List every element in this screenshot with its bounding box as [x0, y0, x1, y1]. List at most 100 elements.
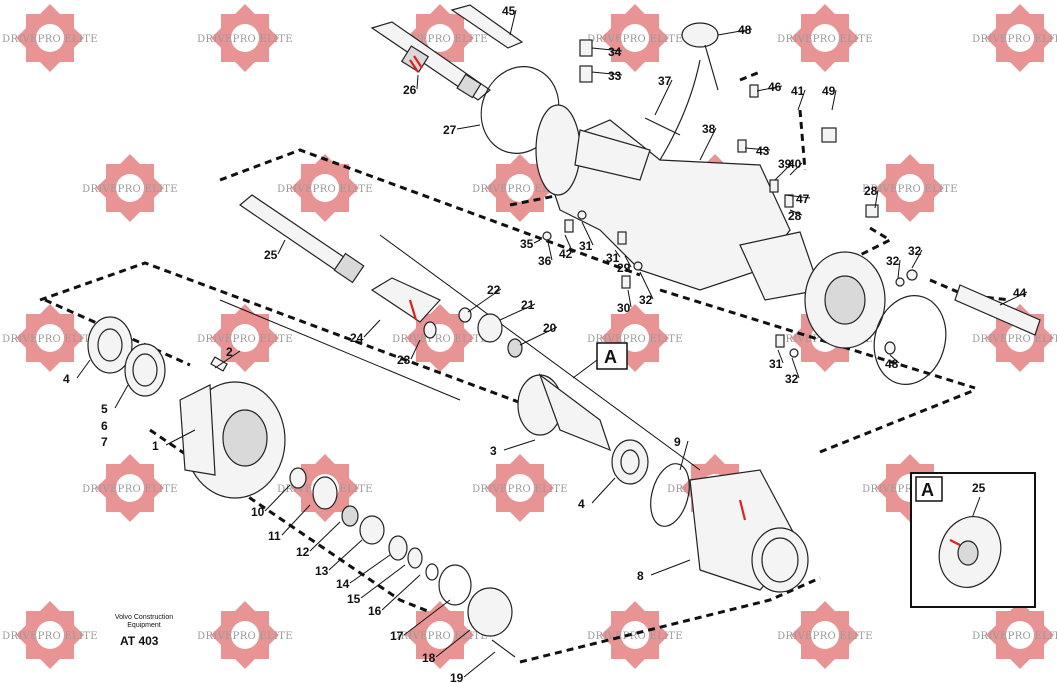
callout-leader-line: [416, 74, 419, 90]
part-hub-1: [179, 381, 286, 499]
callout-label-32: 32: [785, 372, 799, 386]
callout-label-28: 28: [788, 209, 802, 223]
watermark-gear-icon: DRIVEPRO ELITE: [777, 4, 873, 72]
watermark-text: DRIVEPRO ELITE: [972, 631, 1057, 642]
watermark-gear-icon: DRIVEPRO ELITE: [862, 154, 958, 222]
callout-label-32: 32: [886, 254, 900, 268]
detail-box-part: 25: [972, 481, 986, 495]
callout-label-44: 44: [1013, 286, 1027, 300]
callout-leader-line: [744, 147, 771, 151]
callout-a-label: A: [604, 347, 617, 367]
callout-label-40: 40: [788, 157, 802, 171]
callout-leader-line: [456, 124, 481, 130]
callout-label-42: 42: [559, 247, 573, 261]
watermark-text: DRIVEPRO ELITE: [82, 184, 178, 195]
callout-label-43: 43: [756, 144, 770, 158]
watermark-gear-icon: DRIVEPRO ELITE: [2, 4, 98, 72]
callout-label-19: 19: [450, 671, 464, 683]
part-planet-carrier-8: [689, 469, 809, 593]
part-axle-housing-40: [535, 104, 886, 349]
part-seal-5: [124, 343, 166, 397]
callout-leader-line: [679, 440, 689, 471]
part-small-items-10-19: [289, 467, 516, 658]
callout-label-33: 33: [608, 69, 622, 83]
watermark-gear-icon: DRIVEPRO ELITE: [2, 304, 98, 372]
callout-label-25: 25: [264, 248, 278, 262]
callout-label-49: 49: [822, 84, 836, 98]
callout-label-39: 39: [778, 157, 792, 171]
watermark-text: DRIVEPRO ELITE: [862, 484, 958, 495]
caption-brand-line2: Equipment: [127, 622, 161, 629]
watermark-text: DRIVEPRO ELITE: [862, 184, 958, 195]
callout-label-26: 26: [403, 83, 417, 97]
callout-label-30: 30: [617, 301, 631, 315]
watermark-text: DRIVEPRO ELITE: [197, 334, 293, 345]
callout-leader-line: [499, 303, 536, 321]
detail-box-label: A: [921, 480, 934, 500]
callout-leader-line: [831, 89, 837, 111]
callout-leader-line: [789, 209, 803, 216]
callout-a-marker: A: [572, 342, 628, 379]
callout-label-14: 14: [336, 577, 350, 591]
callout-label-13: 13: [315, 564, 329, 578]
part-bearing-4-right: [611, 439, 649, 485]
part-bolts-misc: [210, 84, 1041, 372]
watermark-gear-icon: DRIVEPRO ELITE: [472, 154, 568, 222]
callout-label-31: 31: [579, 239, 593, 253]
callout-leader-line: [650, 559, 691, 576]
part-ring-9: [650, 463, 690, 527]
callout-leader-line: [381, 574, 421, 611]
callout-leader-line: [791, 357, 800, 379]
watermark-gear-icon: DRIVEPRO ELITE: [392, 601, 488, 669]
callout-leader-line: [264, 484, 291, 512]
callout-leader-line: [509, 9, 517, 36]
callout-leader-line: [699, 127, 717, 161]
callout-leader-line: [999, 291, 1028, 306]
callout-label-46: 46: [768, 80, 782, 94]
caption-brand-line1: Volvo Construction: [114, 614, 174, 621]
callout-label-10: 10: [251, 505, 265, 519]
callout-leader-line: [717, 28, 753, 36]
callout-label-32: 32: [639, 293, 653, 307]
callout-leader-line: [789, 162, 803, 176]
watermark-text: DRIVEPRO ELITE: [587, 34, 683, 45]
callout-label-18: 18: [422, 651, 436, 665]
watermark-text: DRIVEPRO ELITE: [472, 484, 568, 495]
callout-label-12: 12: [296, 545, 310, 559]
callout-label-8: 8: [637, 569, 644, 583]
callout-leader-line: [624, 255, 632, 268]
part-shaft-27: [370, 21, 491, 101]
callout-label-11: 11: [268, 529, 281, 543]
callout-leader-line: [547, 241, 553, 261]
callout-leader-line: [564, 234, 574, 254]
watermark-gear-icon: DRIVEPRO ELITE: [777, 601, 873, 669]
callout-label-3: 3: [490, 444, 497, 458]
watermark-text: DRIVEPRO ELITE: [392, 34, 488, 45]
callout-label-31: 31: [606, 251, 620, 265]
callout-leader-line: [435, 629, 471, 658]
callout-leader-line: [897, 259, 901, 279]
callout-leader-line: [889, 354, 900, 364]
part-gears-20-23: [423, 307, 523, 358]
watermark-text: DRIVEPRO ELITE: [587, 334, 683, 345]
callout-leader-line: [774, 162, 793, 181]
callout-label-22: 22: [487, 283, 501, 297]
watermark-text: DRIVEPRO ELITE: [197, 34, 293, 45]
callout-leader-line: [581, 221, 594, 246]
watermark-text: DRIVEPRO ELITE: [972, 334, 1057, 345]
callout-label-48: 48: [885, 357, 899, 371]
watermark-gear-icon: DRIVEPRO ELITE: [197, 601, 293, 669]
callout-leader-line: [784, 194, 811, 199]
callout-label-29: 29: [617, 261, 631, 275]
part-bearing-4-left: [87, 316, 133, 374]
callout-label-4: 4: [63, 372, 70, 386]
callout-label-37: 37: [658, 74, 672, 88]
callout-leader-line: [614, 249, 621, 258]
callout-leader-line: [349, 554, 391, 584]
callout-leader-line: [214, 350, 241, 369]
callout-leader-line: [519, 326, 558, 346]
caption-brand: Volvo Construction Equipment: [112, 614, 176, 630]
callout-label-2: 2: [226, 345, 233, 359]
watermark-gear-icon: DRIVEPRO ELITE: [972, 601, 1057, 669]
callout-leader-line: [591, 47, 623, 52]
